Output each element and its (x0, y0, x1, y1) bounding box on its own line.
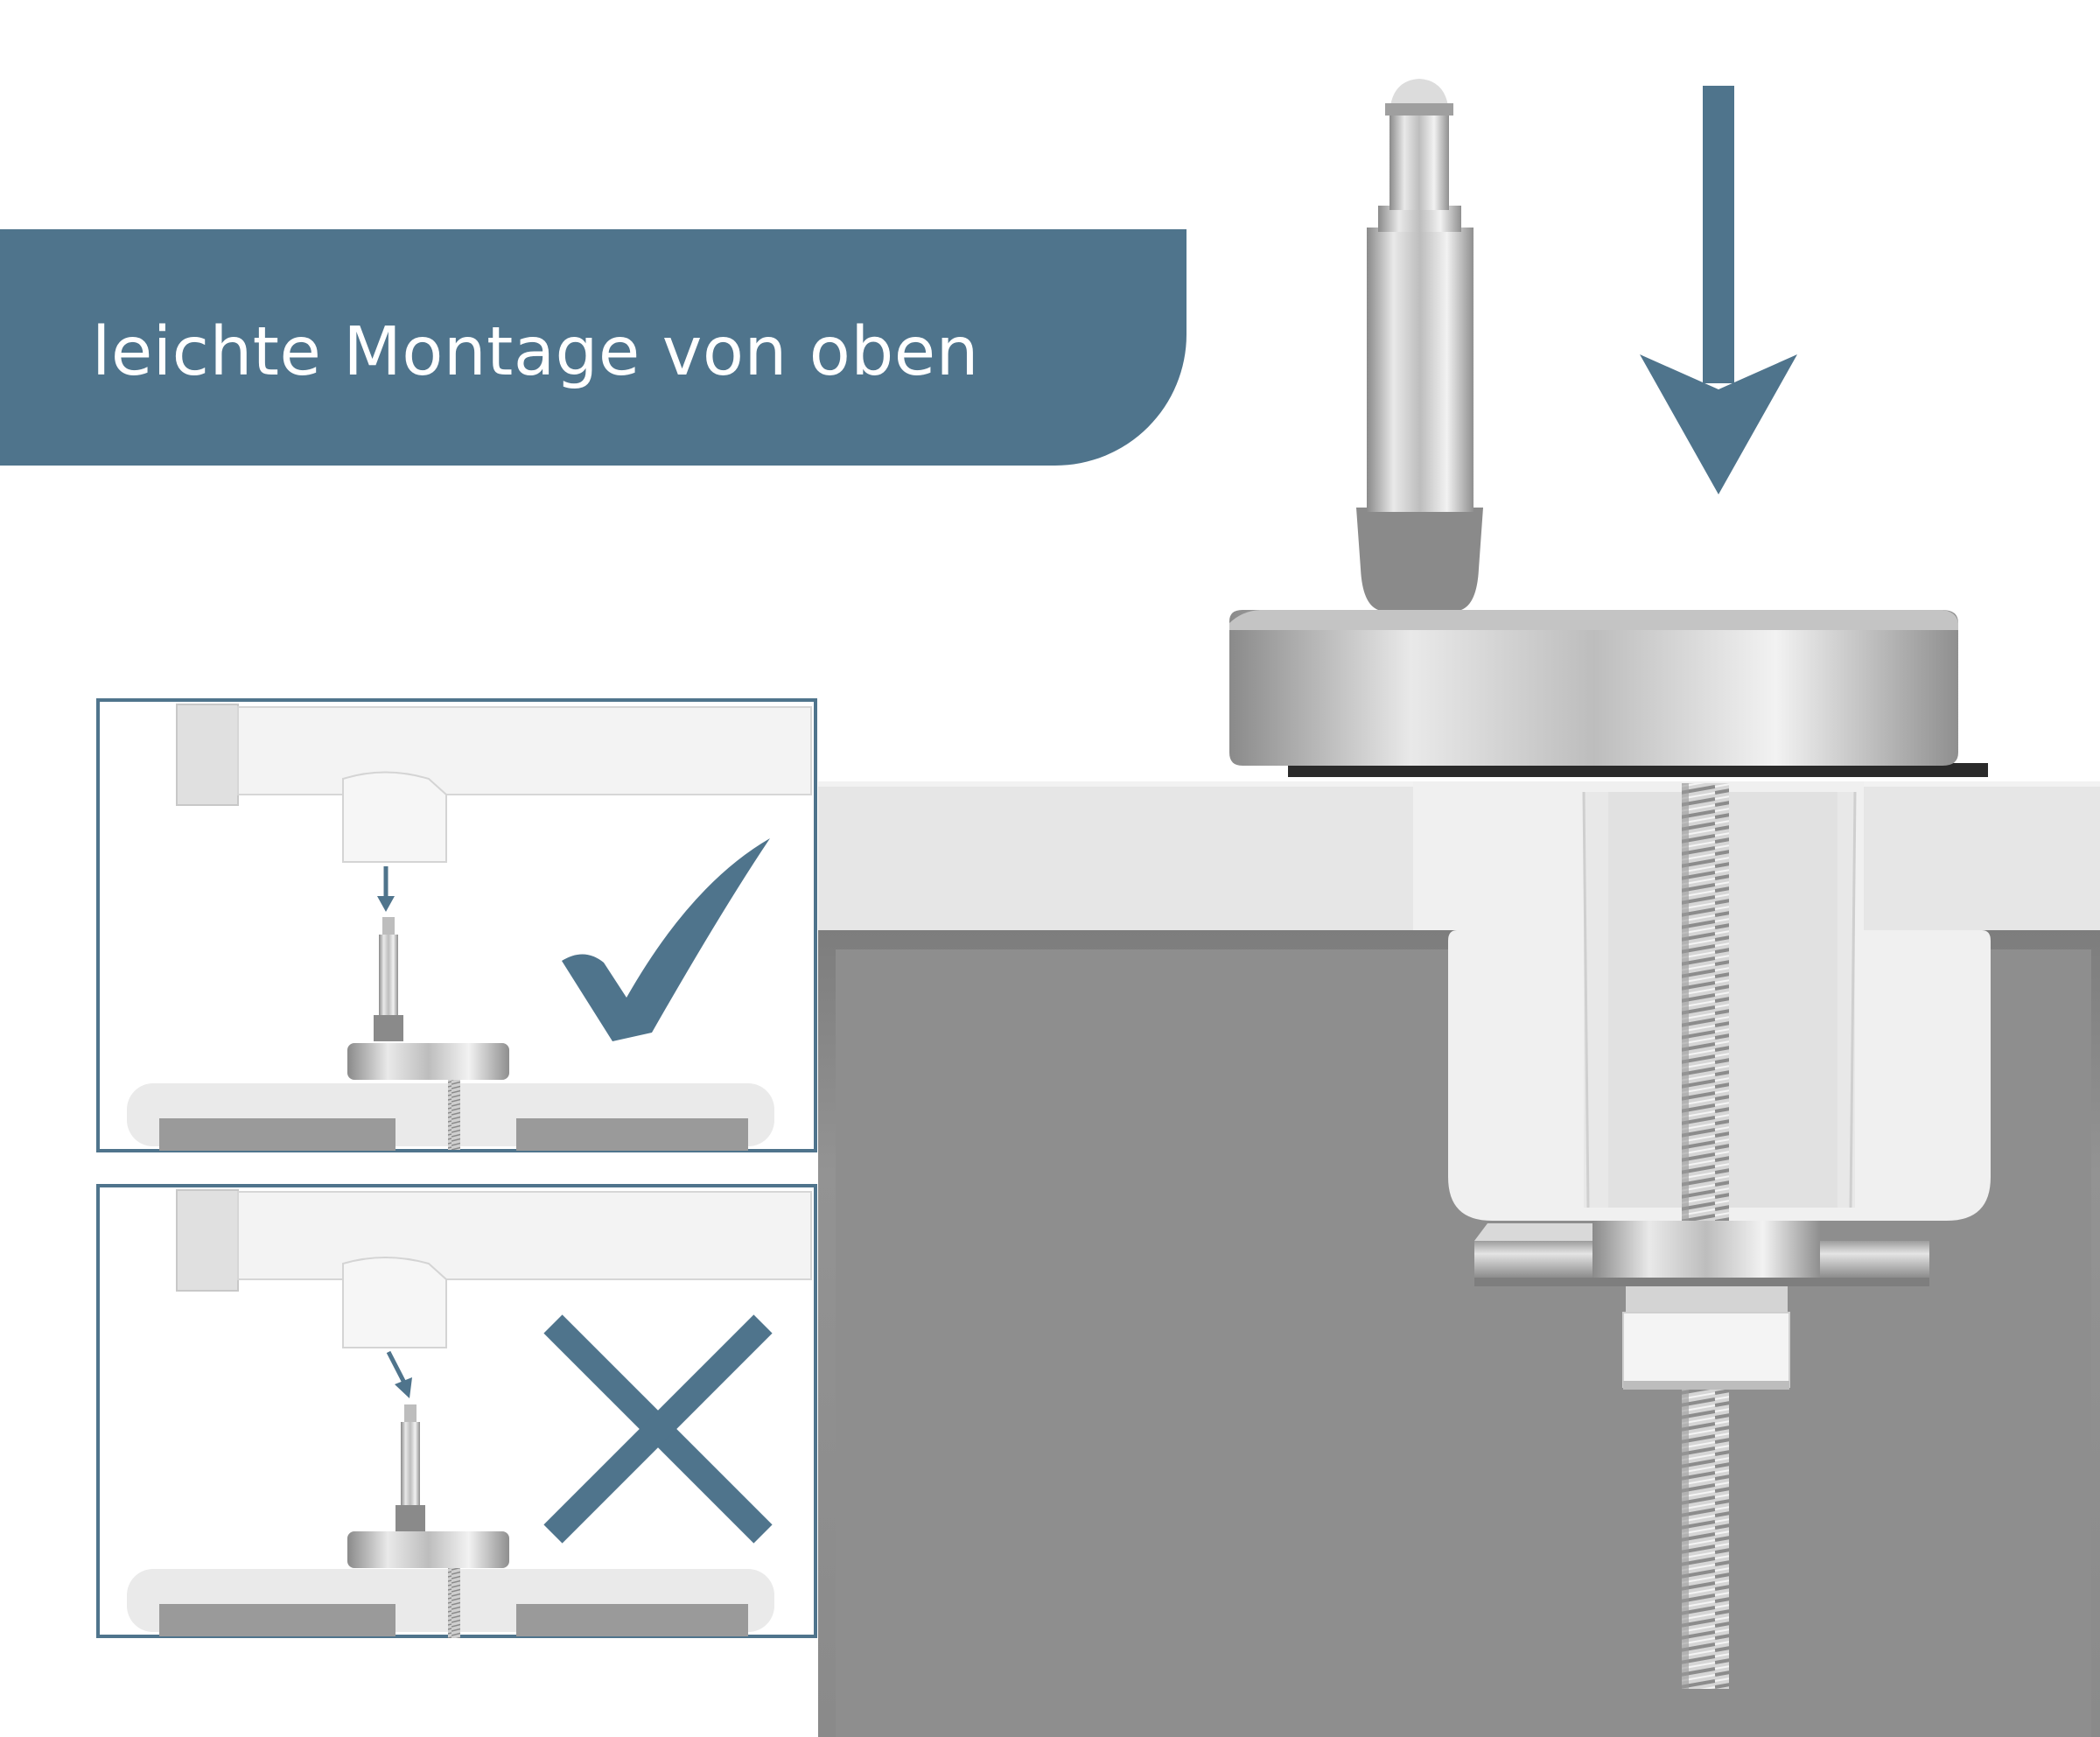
panel-wrong (96, 1184, 817, 1638)
title-banner (0, 229, 1186, 466)
arrow-down-icon (1640, 86, 1797, 494)
checkmark-icon (562, 838, 770, 1041)
cross-icon (543, 1314, 773, 1544)
banner-title: leichte Montage von oben (92, 313, 979, 391)
clamp-plate (1474, 1221, 1929, 1286)
flange (1229, 610, 1988, 777)
plastic-nut (1622, 1286, 1790, 1390)
threaded-rod (1682, 783, 1729, 1689)
drain-pin (1356, 79, 1483, 610)
panel-correct (96, 698, 817, 1152)
